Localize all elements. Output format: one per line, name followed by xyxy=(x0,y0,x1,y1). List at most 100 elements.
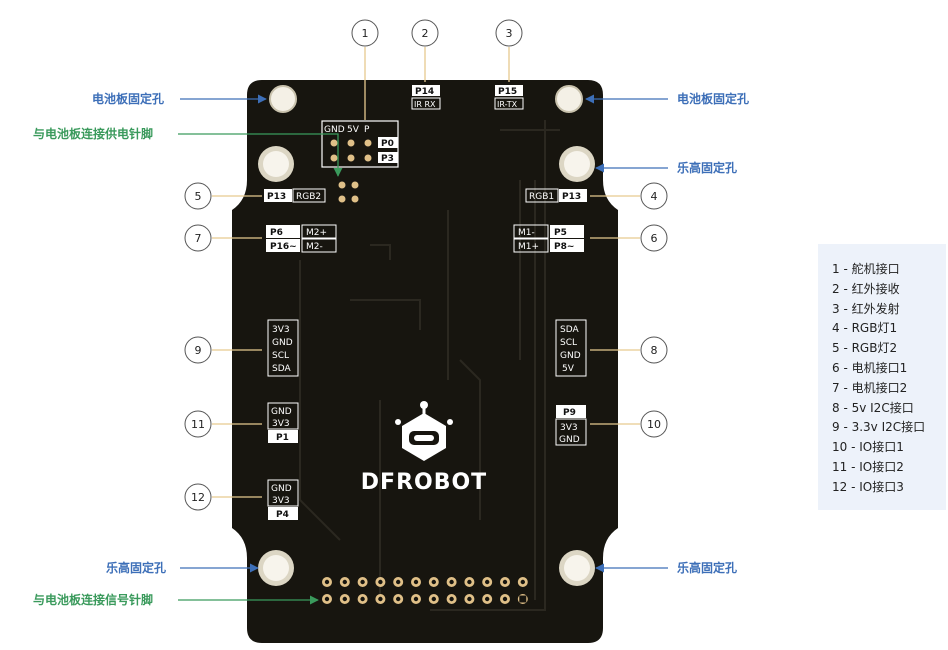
svg-text:3: 3 xyxy=(506,27,513,40)
svg-text:SDA: SDA xyxy=(560,325,579,335)
svg-text:GND: GND xyxy=(272,338,293,348)
lego-hole-top-left xyxy=(258,146,294,182)
svg-text:6: 6 xyxy=(651,232,658,245)
legend-item: 10 - IO接口1 xyxy=(832,440,904,455)
legend-item: 1 - 舵机接口 xyxy=(832,262,900,276)
callout-lines xyxy=(212,47,640,498)
svg-text:3V3: 3V3 xyxy=(272,419,290,429)
svg-text:RGB1: RGB1 xyxy=(529,192,554,202)
lego-hole-bottom-left xyxy=(258,550,294,586)
svg-text:P13: P13 xyxy=(267,192,286,202)
signal-pin-hole xyxy=(467,596,472,602)
legend-item: 8 - 5v I2C接口 xyxy=(832,400,914,415)
legend-item: 7 - 电机接口2 xyxy=(832,380,908,395)
svg-text:P4: P4 xyxy=(276,510,289,520)
svg-text:SDA: SDA xyxy=(272,364,291,374)
svg-text:P9: P9 xyxy=(563,408,576,418)
legend-item: 9 - 3.3v I2C接口 xyxy=(832,420,926,435)
signal-pins-label: 与电池板连接信号针脚 xyxy=(33,592,153,607)
servo-p-label: P xyxy=(364,125,370,135)
svg-text:GND: GND xyxy=(271,407,292,417)
svg-text:IR RX: IR RX xyxy=(414,100,436,109)
brand-logo: DFROBOT xyxy=(361,470,487,495)
signal-pin-hole xyxy=(449,579,454,585)
svg-text:P1: P1 xyxy=(276,433,289,443)
svg-text:M1-: M1- xyxy=(518,228,535,238)
svg-text:P5: P5 xyxy=(554,228,567,238)
svg-text:P14: P14 xyxy=(415,87,434,97)
signal-pin-hole xyxy=(413,596,419,602)
signal-pin-hole xyxy=(485,579,490,585)
callout-4: 4 xyxy=(640,182,668,210)
legend-item: 5 - RGB灯2 xyxy=(832,341,898,356)
svg-text:8: 8 xyxy=(651,344,658,357)
svg-text:9: 9 xyxy=(195,344,202,357)
svg-text:M2-: M2- xyxy=(306,242,323,252)
svg-text:12: 12 xyxy=(191,491,205,504)
svg-text:IR-TX: IR-TX xyxy=(497,100,518,109)
svg-text:GND: GND xyxy=(271,484,292,494)
svg-text:P6: P6 xyxy=(270,228,283,238)
rgb1-label: RGB1 P13 xyxy=(525,188,587,203)
legend-item: 12 - IO接口3 xyxy=(832,479,904,494)
svg-text:1: 1 xyxy=(362,27,369,40)
svg-text:P13: P13 xyxy=(562,192,581,202)
battery-hole-label-left: 电池板固定孔 xyxy=(92,91,164,106)
signal-pin-hole xyxy=(413,579,419,585)
legend-item: 6 - 电机接口1 xyxy=(832,361,908,375)
svg-text:P16~: P16~ xyxy=(270,242,297,252)
svg-text:RGB2: RGB2 xyxy=(296,192,321,202)
ir-transmitter-label: P15 IR-TX xyxy=(494,85,524,110)
svg-text:M2+: M2+ xyxy=(306,228,327,238)
svg-text:GND: GND xyxy=(559,435,580,445)
svg-text:3V3: 3V3 xyxy=(560,423,578,433)
pin-arrows xyxy=(178,133,343,605)
lego-hole-top-right xyxy=(559,146,595,182)
svg-text:5: 5 xyxy=(195,190,202,203)
annotation-labels: 电池板固定孔 电池板固定孔 乐高固定孔 乐高固定孔 乐高固定孔 与电池板连接供电… xyxy=(33,91,749,607)
signal-pin-hole xyxy=(519,595,527,603)
svg-text:SCL: SCL xyxy=(272,351,289,361)
signal-pin-hole xyxy=(396,596,401,602)
legend-item: 2 - 红外接收 xyxy=(832,281,900,296)
servo-p0-label: P0 xyxy=(381,139,394,149)
hole-arrows xyxy=(180,94,668,573)
signal-pin-hole xyxy=(431,579,436,585)
pcb-board xyxy=(232,80,618,643)
signal-pin-hole xyxy=(396,579,401,585)
callout-7: 7 xyxy=(184,224,212,252)
signal-pin-hole xyxy=(342,596,347,602)
robot-logo-icon xyxy=(395,401,453,461)
svg-text:10: 10 xyxy=(647,418,661,431)
signal-pin-hole xyxy=(324,579,330,585)
svg-text:2: 2 xyxy=(422,27,429,40)
servo-5v-label: 5V xyxy=(347,125,360,135)
i2c-5v-label: SDA SCL GND 5V xyxy=(555,319,587,377)
signal-pin-hole xyxy=(360,579,365,585)
callout-8: 8 xyxy=(640,336,668,364)
battery-mount-hole-right xyxy=(555,85,583,113)
signal-pin-hole xyxy=(485,596,490,602)
servo-pins xyxy=(330,139,372,162)
callout-5: 5 xyxy=(184,182,212,210)
svg-text:M1+: M1+ xyxy=(518,242,539,252)
signal-pin-hole xyxy=(378,579,383,585)
callout-6: 6 xyxy=(640,224,668,252)
signal-pin-hole xyxy=(502,579,508,585)
lego-hole-label-bottom-left: 乐高固定孔 xyxy=(106,560,166,575)
pcb-traces xyxy=(299,120,560,611)
svg-text:11: 11 xyxy=(191,418,205,431)
servo-header: GND 5V P P0 P3 xyxy=(321,120,399,168)
signal-pin-hole xyxy=(342,579,347,585)
power-pins-label: 与电池板连接供电针脚 xyxy=(33,126,153,141)
signal-pins xyxy=(322,577,528,604)
signal-pin-hole xyxy=(378,596,383,602)
svg-text:P8~: P8~ xyxy=(554,242,574,252)
svg-text:3V3: 3V3 xyxy=(272,496,290,506)
callout-2: 2 xyxy=(411,19,439,47)
power-pins-top xyxy=(338,181,359,203)
servo-p3-label: P3 xyxy=(381,154,394,164)
callout-9: 9 xyxy=(184,336,212,364)
